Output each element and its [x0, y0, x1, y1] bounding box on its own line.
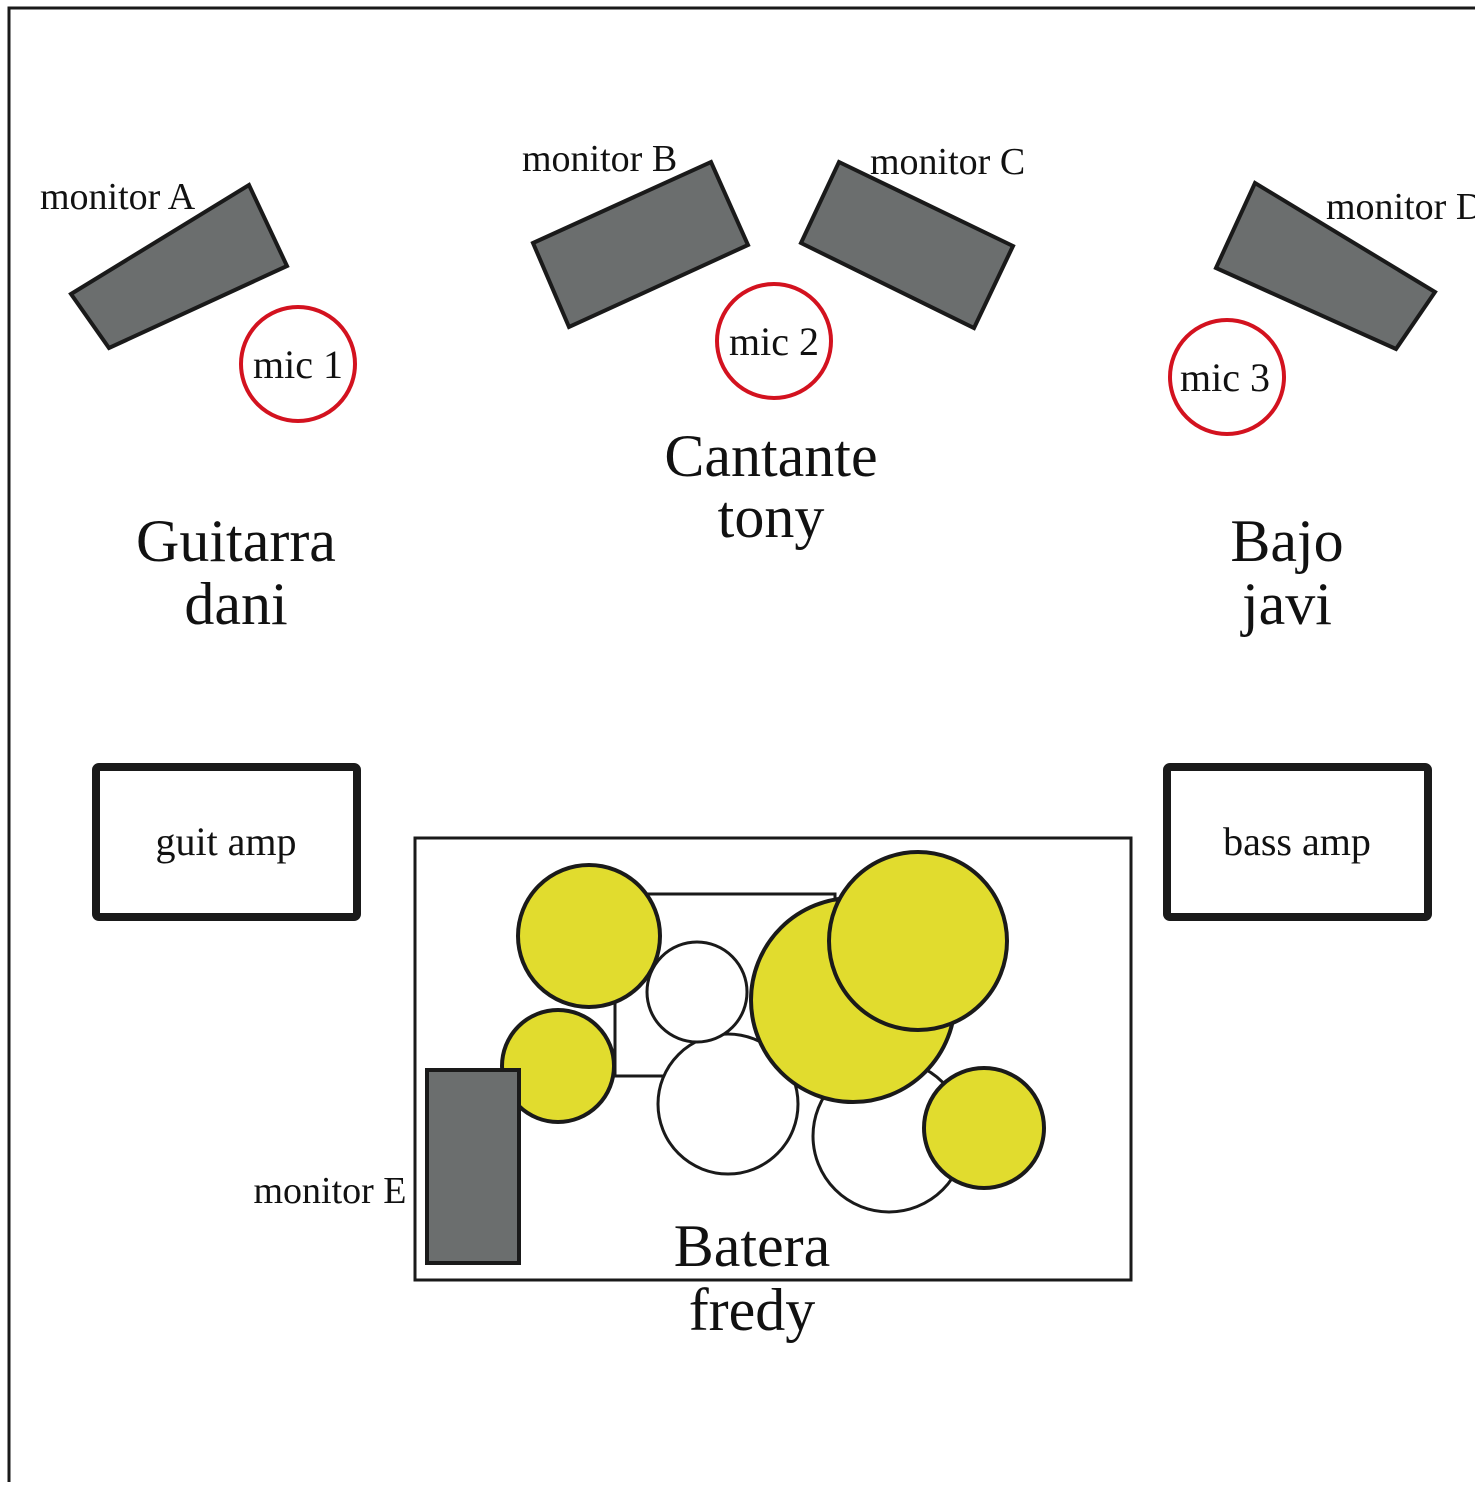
guitar-role-label: Guitarra	[136, 508, 336, 574]
monitor-c-label: monitor C	[870, 141, 1025, 183]
monitor-b-label: monitor B	[522, 138, 677, 180]
singer-name-label: tony	[718, 484, 825, 550]
bass-name-label: javi	[1240, 571, 1332, 637]
hihat-cymbal	[500, 1008, 616, 1124]
crash-cymbal-right	[827, 850, 1009, 1032]
mic-3-circle	[1168, 318, 1286, 436]
monitor-d-label: monitor D	[1326, 186, 1475, 228]
mic-2-circle	[715, 282, 833, 400]
monitor-d-wedge	[1213, 180, 1438, 352]
mic-2-label: mic 2	[729, 319, 819, 364]
guitar-name-label: dani	[184, 571, 287, 637]
page-frame	[7, 6, 1475, 1487]
monitor-e-label: monitor E	[253, 1170, 406, 1212]
monitor-b-wedge	[530, 159, 751, 330]
bass-role-label: Bajo	[1230, 508, 1343, 574]
snare-drum	[656, 1032, 800, 1176]
mic-1-label: mic 1	[253, 342, 343, 387]
splash-cymbal	[922, 1066, 1046, 1190]
monitor-c-wedge	[798, 159, 1016, 331]
monitor-a-label: monitor A	[40, 176, 196, 218]
bass-amp-label: bass amp	[1223, 819, 1371, 864]
drums-role-label: Batera	[674, 1213, 831, 1279]
monitor-e-wedge	[425, 1068, 521, 1265]
singer-role-label: Cantante	[664, 423, 877, 489]
guitar-amp-label: guit amp	[155, 819, 296, 864]
mic-1-circle	[239, 305, 357, 423]
mic-3-label: mic 3	[1180, 355, 1270, 400]
crash-cymbal-left	[516, 863, 662, 1009]
rack-tom	[645, 940, 749, 1044]
guitar-amp-box	[92, 763, 361, 921]
monitor-a-wedge	[68, 182, 290, 351]
drums-name-label: fredy	[689, 1277, 816, 1343]
bass-amp-box	[1163, 763, 1432, 921]
